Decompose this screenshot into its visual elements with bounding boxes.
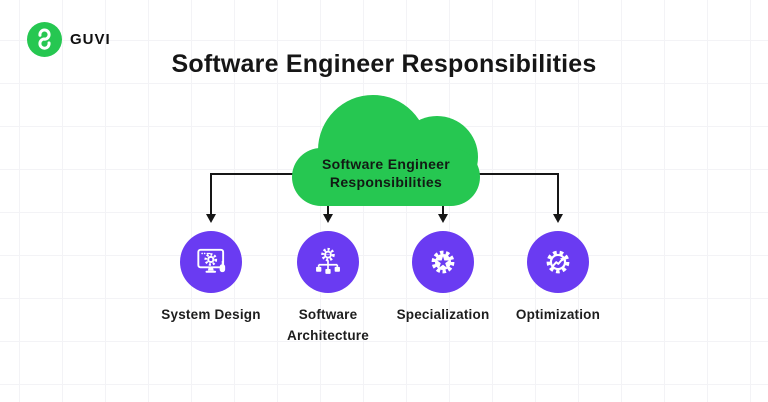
- node-label-software-architecture: Software Architecture: [287, 307, 369, 343]
- page-title: Software Engineer Responsibilities: [171, 50, 597, 78]
- monitor-gear-icon: [197, 248, 226, 273]
- node-label-optimization: Optimization: [515, 307, 601, 322]
- gear-network-icon: [316, 247, 340, 274]
- arrow-down-icon: [206, 214, 216, 223]
- arrow-down-icon: [553, 214, 563, 223]
- gear-trend-arrow-icon: [546, 250, 570, 274]
- node-specialization: [412, 231, 474, 293]
- node-label-specialization: Specialization: [396, 307, 490, 322]
- badge-star-icon: [431, 250, 455, 274]
- cloud-label: Software Engineer Responsibilities: [292, 155, 480, 192]
- cloud-root-node: Software Engineer Responsibilities: [292, 95, 480, 206]
- brand-logo: GUVI: [27, 22, 111, 57]
- connector-vertical-line-4: [557, 173, 559, 215]
- node-system-design: [180, 231, 242, 293]
- node-software-architecture: [297, 231, 359, 293]
- guvi-logo-icon: [27, 22, 62, 57]
- node-label-system-design: System Design: [161, 307, 261, 322]
- cloud-shape: [292, 148, 480, 206]
- connector-vertical-line-1: [210, 173, 212, 215]
- arrow-down-icon: [323, 214, 333, 223]
- cloud-label-line1: Software Engineer: [321, 156, 451, 172]
- arrow-down-icon: [438, 214, 448, 223]
- brand-name: GUVI: [70, 31, 111, 48]
- node-optimization: [527, 231, 589, 293]
- cloud-label-line2: Responsibilities: [329, 174, 443, 191]
